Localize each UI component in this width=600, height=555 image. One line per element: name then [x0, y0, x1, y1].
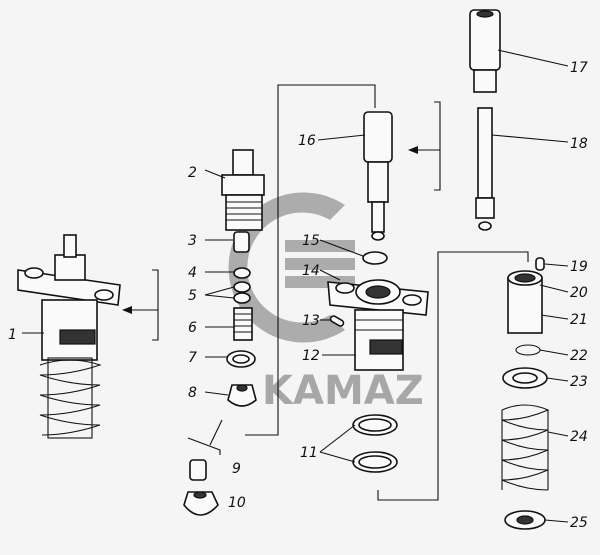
part-24-spring — [501, 404, 550, 491]
part-9-insert — [189, 459, 207, 481]
part-11-rings — [352, 414, 398, 473]
part-25-spring-plate — [504, 510, 546, 530]
part-19-pin — [535, 257, 545, 271]
watermark-text: KAMAZ — [262, 368, 424, 414]
label-17: 17 — [570, 60, 588, 76]
label-14: 14 — [302, 263, 320, 279]
arrow — [187, 419, 223, 455]
label-13: 13 — [302, 313, 320, 329]
part-13-pin — [329, 315, 345, 327]
part-22-snap-ring — [515, 344, 541, 356]
label-4: 4 — [188, 265, 197, 281]
label-5: 5 — [188, 288, 197, 304]
part-6-spring — [233, 307, 253, 341]
label-15: 15 — [302, 233, 320, 249]
part-1-pump-section-assembly — [17, 234, 121, 439]
label-22: 22 — [570, 348, 588, 364]
label-18: 18 — [570, 136, 588, 152]
label-23: 23 — [570, 374, 588, 390]
label-2: 2 — [188, 165, 197, 181]
part-3-valve — [233, 231, 250, 253]
label-16: 16 — [298, 133, 316, 149]
part-8-cap — [227, 384, 257, 407]
label-10: 10 — [228, 495, 246, 511]
part-2-valve-holder — [221, 149, 265, 231]
part-14-flange — [327, 279, 429, 316]
label-19: 19 — [570, 259, 588, 275]
label-7: 7 — [188, 350, 197, 366]
part-4-washer — [233, 267, 251, 279]
label-8: 8 — [188, 385, 197, 401]
label-24: 24 — [570, 429, 588, 445]
label-3: 3 — [188, 233, 197, 249]
part-17-sleeve — [469, 9, 501, 93]
part-23-washer — [502, 367, 548, 389]
label-20: 20 — [570, 285, 588, 301]
arrow-head — [122, 306, 132, 314]
part-12-barrel — [354, 309, 404, 371]
part-20-21-sleeve — [507, 270, 543, 334]
label-6: 6 — [188, 320, 197, 336]
bracket-arrow — [128, 269, 159, 341]
label-11: 11 — [300, 445, 318, 461]
part-15-ring — [362, 251, 388, 265]
label-21: 21 — [570, 312, 588, 328]
bracket-line — [245, 84, 376, 436]
part-18-plunger — [475, 107, 495, 231]
label-1: 1 — [8, 327, 17, 343]
part-10-bushing — [183, 491, 219, 516]
label-25: 25 — [570, 515, 588, 531]
bracket-line — [377, 251, 529, 501]
part-16-plunger-pair — [363, 111, 393, 241]
arrow-head — [408, 146, 418, 154]
label-12: 12 — [302, 348, 320, 364]
label-9: 9 — [232, 461, 241, 477]
bracket-arrow — [415, 101, 441, 191]
part-7-ring — [226, 350, 256, 368]
leader-lines — [22, 49, 569, 523]
